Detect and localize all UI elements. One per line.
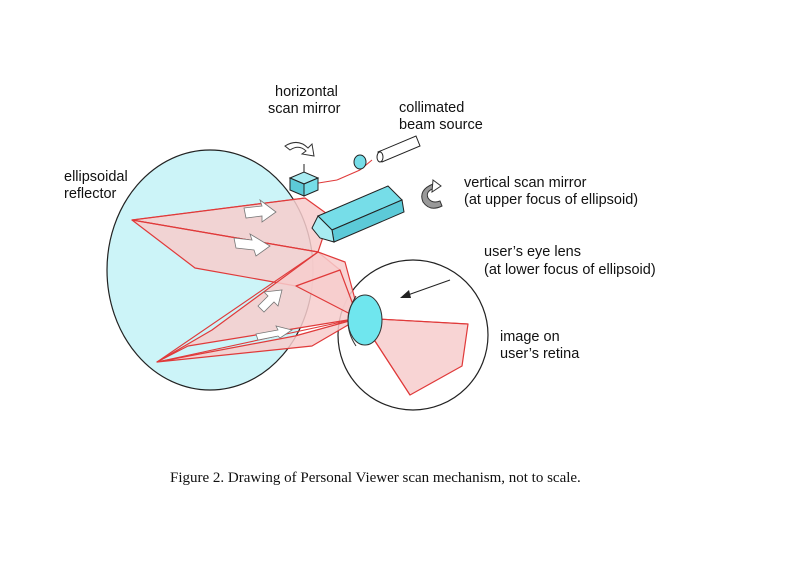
eye-lens xyxy=(347,294,383,346)
label-ellipsoidal-reflector: ellipsoidal reflector xyxy=(64,169,132,202)
horizontal-scan-mirror xyxy=(288,164,320,197)
vertical-scan-mirror xyxy=(311,185,405,243)
horizontal-rotation-icon xyxy=(284,142,315,157)
scan-direction-arrows xyxy=(233,198,293,341)
collimated-beam-source-tube xyxy=(376,135,421,163)
label-image-on-retina: image on user’s retina xyxy=(500,329,580,362)
label-vertical-scan-mirror: vertical scan mirror (at upper focus of … xyxy=(464,175,638,208)
eye-lens-pointer-arrow xyxy=(400,279,451,298)
label-users-eye-lens: user’s eye lens (at lower focus of ellip… xyxy=(484,244,656,278)
label-collimated-beam-source: collimated beam source xyxy=(399,100,483,133)
vertical-rotation-icon xyxy=(421,179,443,209)
figure-caption: Figure 2. Drawing of Personal Viewer sca… xyxy=(170,470,581,486)
collimating-lens xyxy=(353,154,367,170)
label-horizontal-scan-mirror: horizontal scan mirror xyxy=(268,84,342,117)
eye-lens-edge xyxy=(347,295,357,347)
